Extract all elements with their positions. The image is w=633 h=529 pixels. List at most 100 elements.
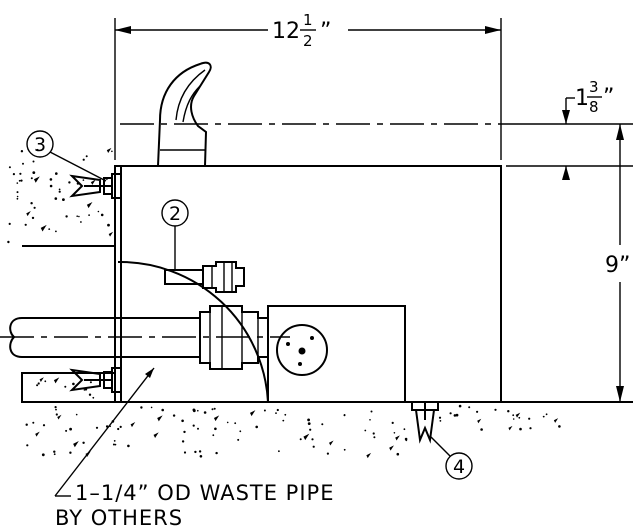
wall-hatch-dot — [24, 223, 27, 226]
drain-cap — [276, 324, 328, 376]
floor-hatch-dot — [150, 406, 153, 409]
floor-hatch-aggregate — [395, 435, 400, 441]
wall-hatch-dot — [16, 197, 19, 200]
wall-hatch-dot — [22, 162, 24, 165]
width-whole: 12 — [272, 19, 300, 44]
floor-hatch-dot — [215, 451, 218, 455]
floor-hatch-aggregate — [35, 431, 40, 437]
wall-hatch-dot — [100, 213, 104, 217]
floor-hatch-dot — [393, 432, 396, 434]
wall-hatch-dot — [20, 179, 23, 182]
floor-hatch-dot — [26, 444, 29, 447]
wall-hatch-dot — [55, 172, 58, 175]
wall-hatch-dot — [72, 382, 75, 386]
wall-hatch-dot — [78, 215, 80, 218]
drain-cap-hole-2 — [310, 336, 314, 340]
wall-hatch-dot — [55, 230, 57, 233]
floor-hatch-dot — [518, 416, 521, 419]
floor-hatch-aggregate — [157, 415, 163, 422]
floor-hatch-dot — [528, 417, 531, 420]
wall-hatch-dot — [20, 150, 24, 153]
wall-hatch-aggregate — [39, 377, 44, 383]
floor-hatch-dot — [32, 421, 35, 424]
floor-hatch-aggregate — [73, 441, 79, 448]
floor-hatch-dot — [326, 452, 329, 455]
floor-hatch-dot — [55, 408, 57, 411]
supply-valve — [164, 261, 245, 293]
wall-hatch-dot — [88, 393, 92, 396]
floor-hatch-dot — [53, 453, 56, 456]
floor-hatch-dot — [192, 408, 196, 412]
floor-hatch-dot — [405, 439, 408, 442]
floor-hatch-dot — [55, 413, 58, 416]
wall-hatch-dot — [36, 148, 39, 152]
floor-hatch-dot — [307, 422, 311, 425]
floor-hatch-dot — [311, 438, 314, 441]
floor-hatch — [25, 404, 561, 459]
wall-hatch-aggregate — [90, 179, 96, 185]
floor-hatch-dot — [438, 416, 442, 419]
floor-hatch-aggregate — [303, 433, 310, 441]
floor-hatch-dot — [237, 438, 240, 441]
wall-hatch-aggregate — [106, 147, 112, 153]
width-arrow-right — [485, 26, 501, 34]
wall-hatch-dot — [16, 191, 19, 194]
callout-2-label: 2 — [169, 203, 181, 225]
spout-detail-1 — [175, 69, 206, 121]
floor-hatch-dot — [476, 410, 479, 413]
wall-hatch-dot — [7, 240, 10, 244]
wall-hatch-aggregate — [40, 224, 47, 232]
width-dimension: 12 1 2 ” — [114, 11, 502, 160]
floor-hatch-aggregate — [515, 412, 521, 418]
spout-unit: ” — [603, 85, 614, 110]
floor-hatch-aggregate — [477, 418, 482, 424]
wall-hatch-dot — [49, 178, 53, 181]
floor-hatch-dot — [65, 429, 68, 432]
floor-hatch-dot — [161, 408, 164, 412]
floor-hatch-dot — [370, 410, 373, 413]
floor-hatch-dot — [239, 430, 242, 433]
floor-hatch-dot — [183, 451, 187, 454]
width-arrow-left — [115, 26, 131, 34]
floor-hatch-dot — [494, 408, 497, 411]
floor-hatch-dot — [54, 406, 57, 409]
floor-hatch-dot — [198, 450, 202, 453]
wall-hatch-dot — [88, 214, 90, 217]
wall-hatch-dot — [76, 215, 78, 217]
wall-anchor-bottom — [69, 367, 122, 393]
floor-hatch-dot — [373, 436, 376, 439]
floor-hatch-dot — [439, 420, 442, 422]
floor-hatch-dot — [181, 419, 184, 423]
floor-anchor — [411, 401, 439, 444]
height-value: 9” — [605, 253, 630, 278]
detail-circle-arc — [117, 260, 269, 403]
floor-hatch-dot — [299, 438, 302, 441]
floor-hatch-aggregate — [153, 432, 159, 439]
detail-circle — [117, 260, 269, 403]
floor-hatch-dot — [284, 413, 287, 416]
floor-hatch-dot — [112, 443, 115, 446]
bubbler-spout — [156, 61, 212, 167]
floor-hatch-dot — [82, 441, 85, 444]
floor-hatch-aggregate — [508, 425, 513, 431]
anchor-top-shell — [69, 174, 101, 198]
wall-anchor-top — [69, 173, 122, 199]
floor-hatch-dot — [41, 453, 45, 457]
wall-hatch-dot — [30, 202, 33, 205]
floor-hatch-dot — [558, 425, 561, 428]
floor-hatch-aggregate — [213, 415, 220, 422]
floor-hatch-dot — [172, 414, 176, 417]
floor-hatch-dot — [372, 432, 375, 435]
floor-hatch-dot — [194, 450, 197, 454]
wall-hatch-dot — [107, 223, 110, 227]
spout-arrow-bottom — [562, 166, 570, 180]
wall-hatch-dot — [32, 160, 35, 163]
floor-hatch-dot — [282, 419, 285, 422]
floor-hatch-dot — [507, 410, 510, 413]
wall-hatch-aggregate — [33, 176, 40, 183]
wall-hatch-dot — [111, 150, 113, 153]
floor-hatch-dot — [197, 427, 199, 430]
floor-hatch-dot — [480, 428, 483, 431]
callout-3-label: 3 — [34, 134, 46, 156]
wall-hatch-aggregate — [108, 231, 114, 237]
